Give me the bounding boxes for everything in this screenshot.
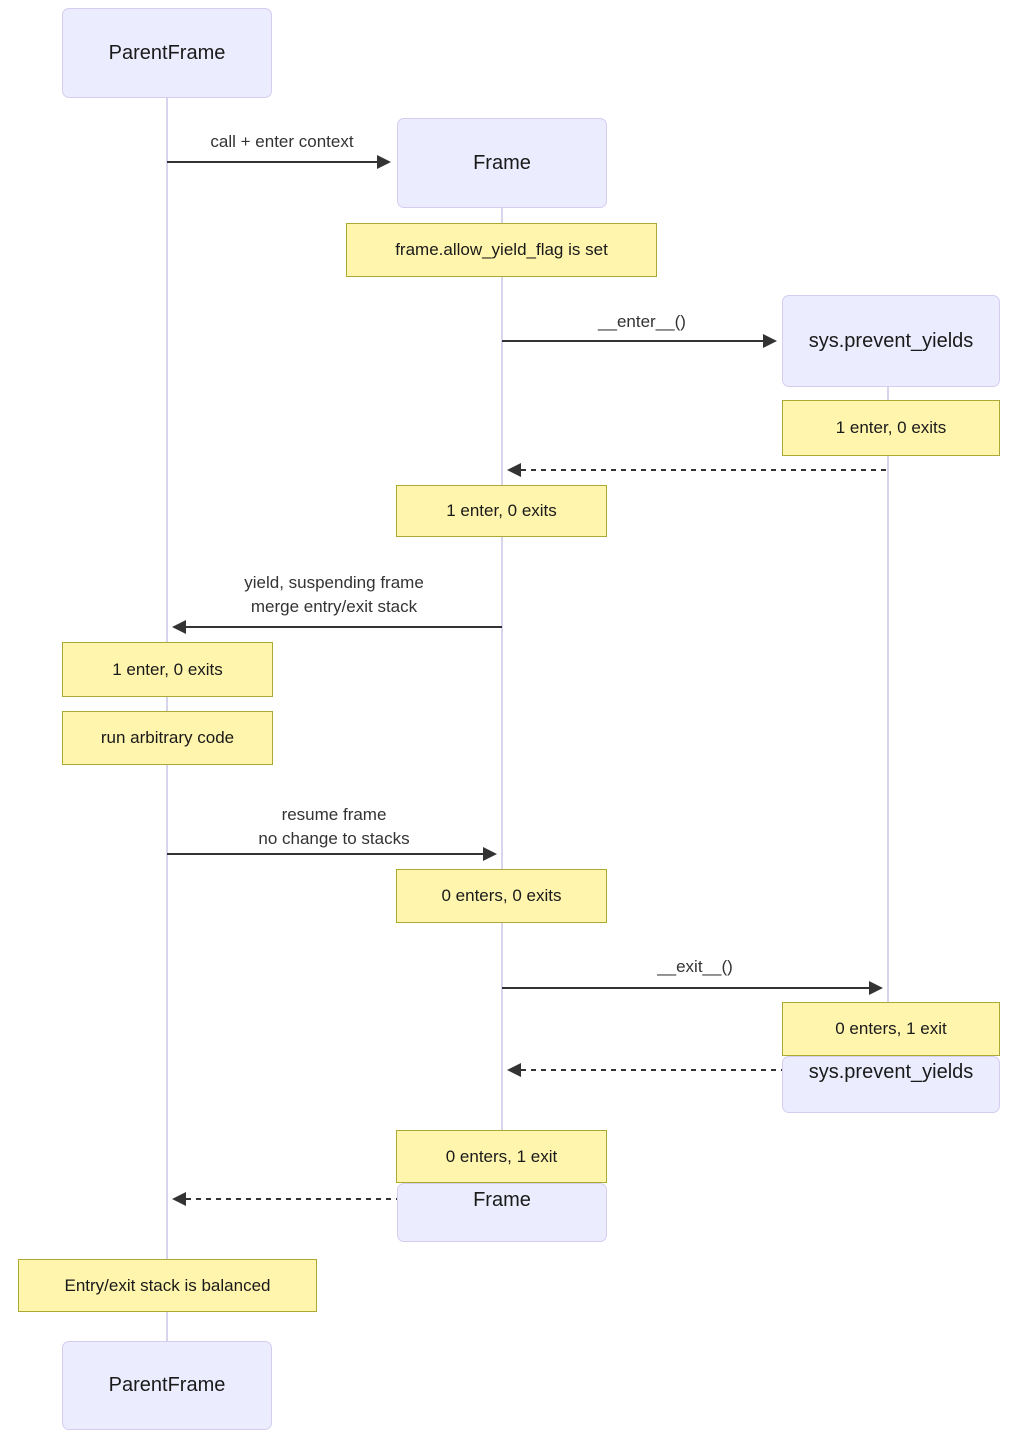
arrowhead-return-enter: [507, 463, 521, 477]
message-enter: __enter__(): [598, 312, 686, 331]
message-resume-line2: no change to stacks: [258, 829, 410, 848]
actor-parentframe-bottom: ParentFrame: [62, 1341, 272, 1430]
message-exit: __exit__(): [657, 957, 733, 976]
arrow-return-enter: [521, 469, 888, 471]
arrowhead-return-exit: [507, 1063, 521, 1077]
arrow-enter: [502, 340, 764, 342]
arrow-yield: [186, 626, 502, 628]
note-frame-exit-count: 0 enters, 1 exit: [396, 1130, 607, 1183]
lifeline-frame: [501, 208, 503, 1183]
arrowhead-resume: [483, 847, 497, 861]
note-frame-resume-count: 0 enters, 0 exits: [396, 869, 607, 923]
arrow-resume: [167, 853, 484, 855]
arrowhead-call-enter-context: [377, 155, 391, 169]
arrowhead-yield: [172, 620, 186, 634]
note-sys-exit-count: 0 enters, 1 exit: [782, 1002, 1000, 1056]
arrow-call-enter-context: [167, 161, 378, 163]
message-yield-line2: merge entry/exit stack: [250, 597, 418, 616]
actor-frame-top: Frame: [397, 118, 607, 208]
note-run-arbitrary-code: run arbitrary code: [62, 711, 273, 765]
lifeline-sys-prevent-yields: [887, 387, 889, 1056]
note-parent-enter-count: 1 enter, 0 exits: [62, 642, 273, 697]
message-resume-line1: resume frame: [281, 805, 387, 824]
actor-parentframe-top: ParentFrame: [62, 8, 272, 98]
arrowhead-exit: [869, 981, 883, 995]
actor-sys-prevent-yields-top: sys.prevent_yields: [782, 295, 1000, 387]
note-allow-yield-flag: frame.allow_yield_flag is set: [346, 223, 657, 277]
message-yield-line1: yield, suspending frame: [244, 573, 424, 592]
arrowhead-return-frame: [172, 1192, 186, 1206]
note-sys-enter-count: 1 enter, 0 exits: [782, 400, 1000, 456]
arrowhead-enter: [763, 334, 777, 348]
note-frame-enter-count: 1 enter, 0 exits: [396, 485, 607, 537]
arrow-return-frame: [186, 1198, 502, 1200]
actor-sys-prevent-yields-bottom: sys.prevent_yields: [782, 1056, 1000, 1113]
actor-frame-bottom: Frame: [397, 1183, 607, 1242]
message-call-enter-context: call + enter context: [210, 132, 354, 151]
arrow-exit: [502, 987, 870, 989]
note-stack-balanced: Entry/exit stack is balanced: [18, 1259, 317, 1312]
arrow-return-exit: [521, 1069, 888, 1071]
